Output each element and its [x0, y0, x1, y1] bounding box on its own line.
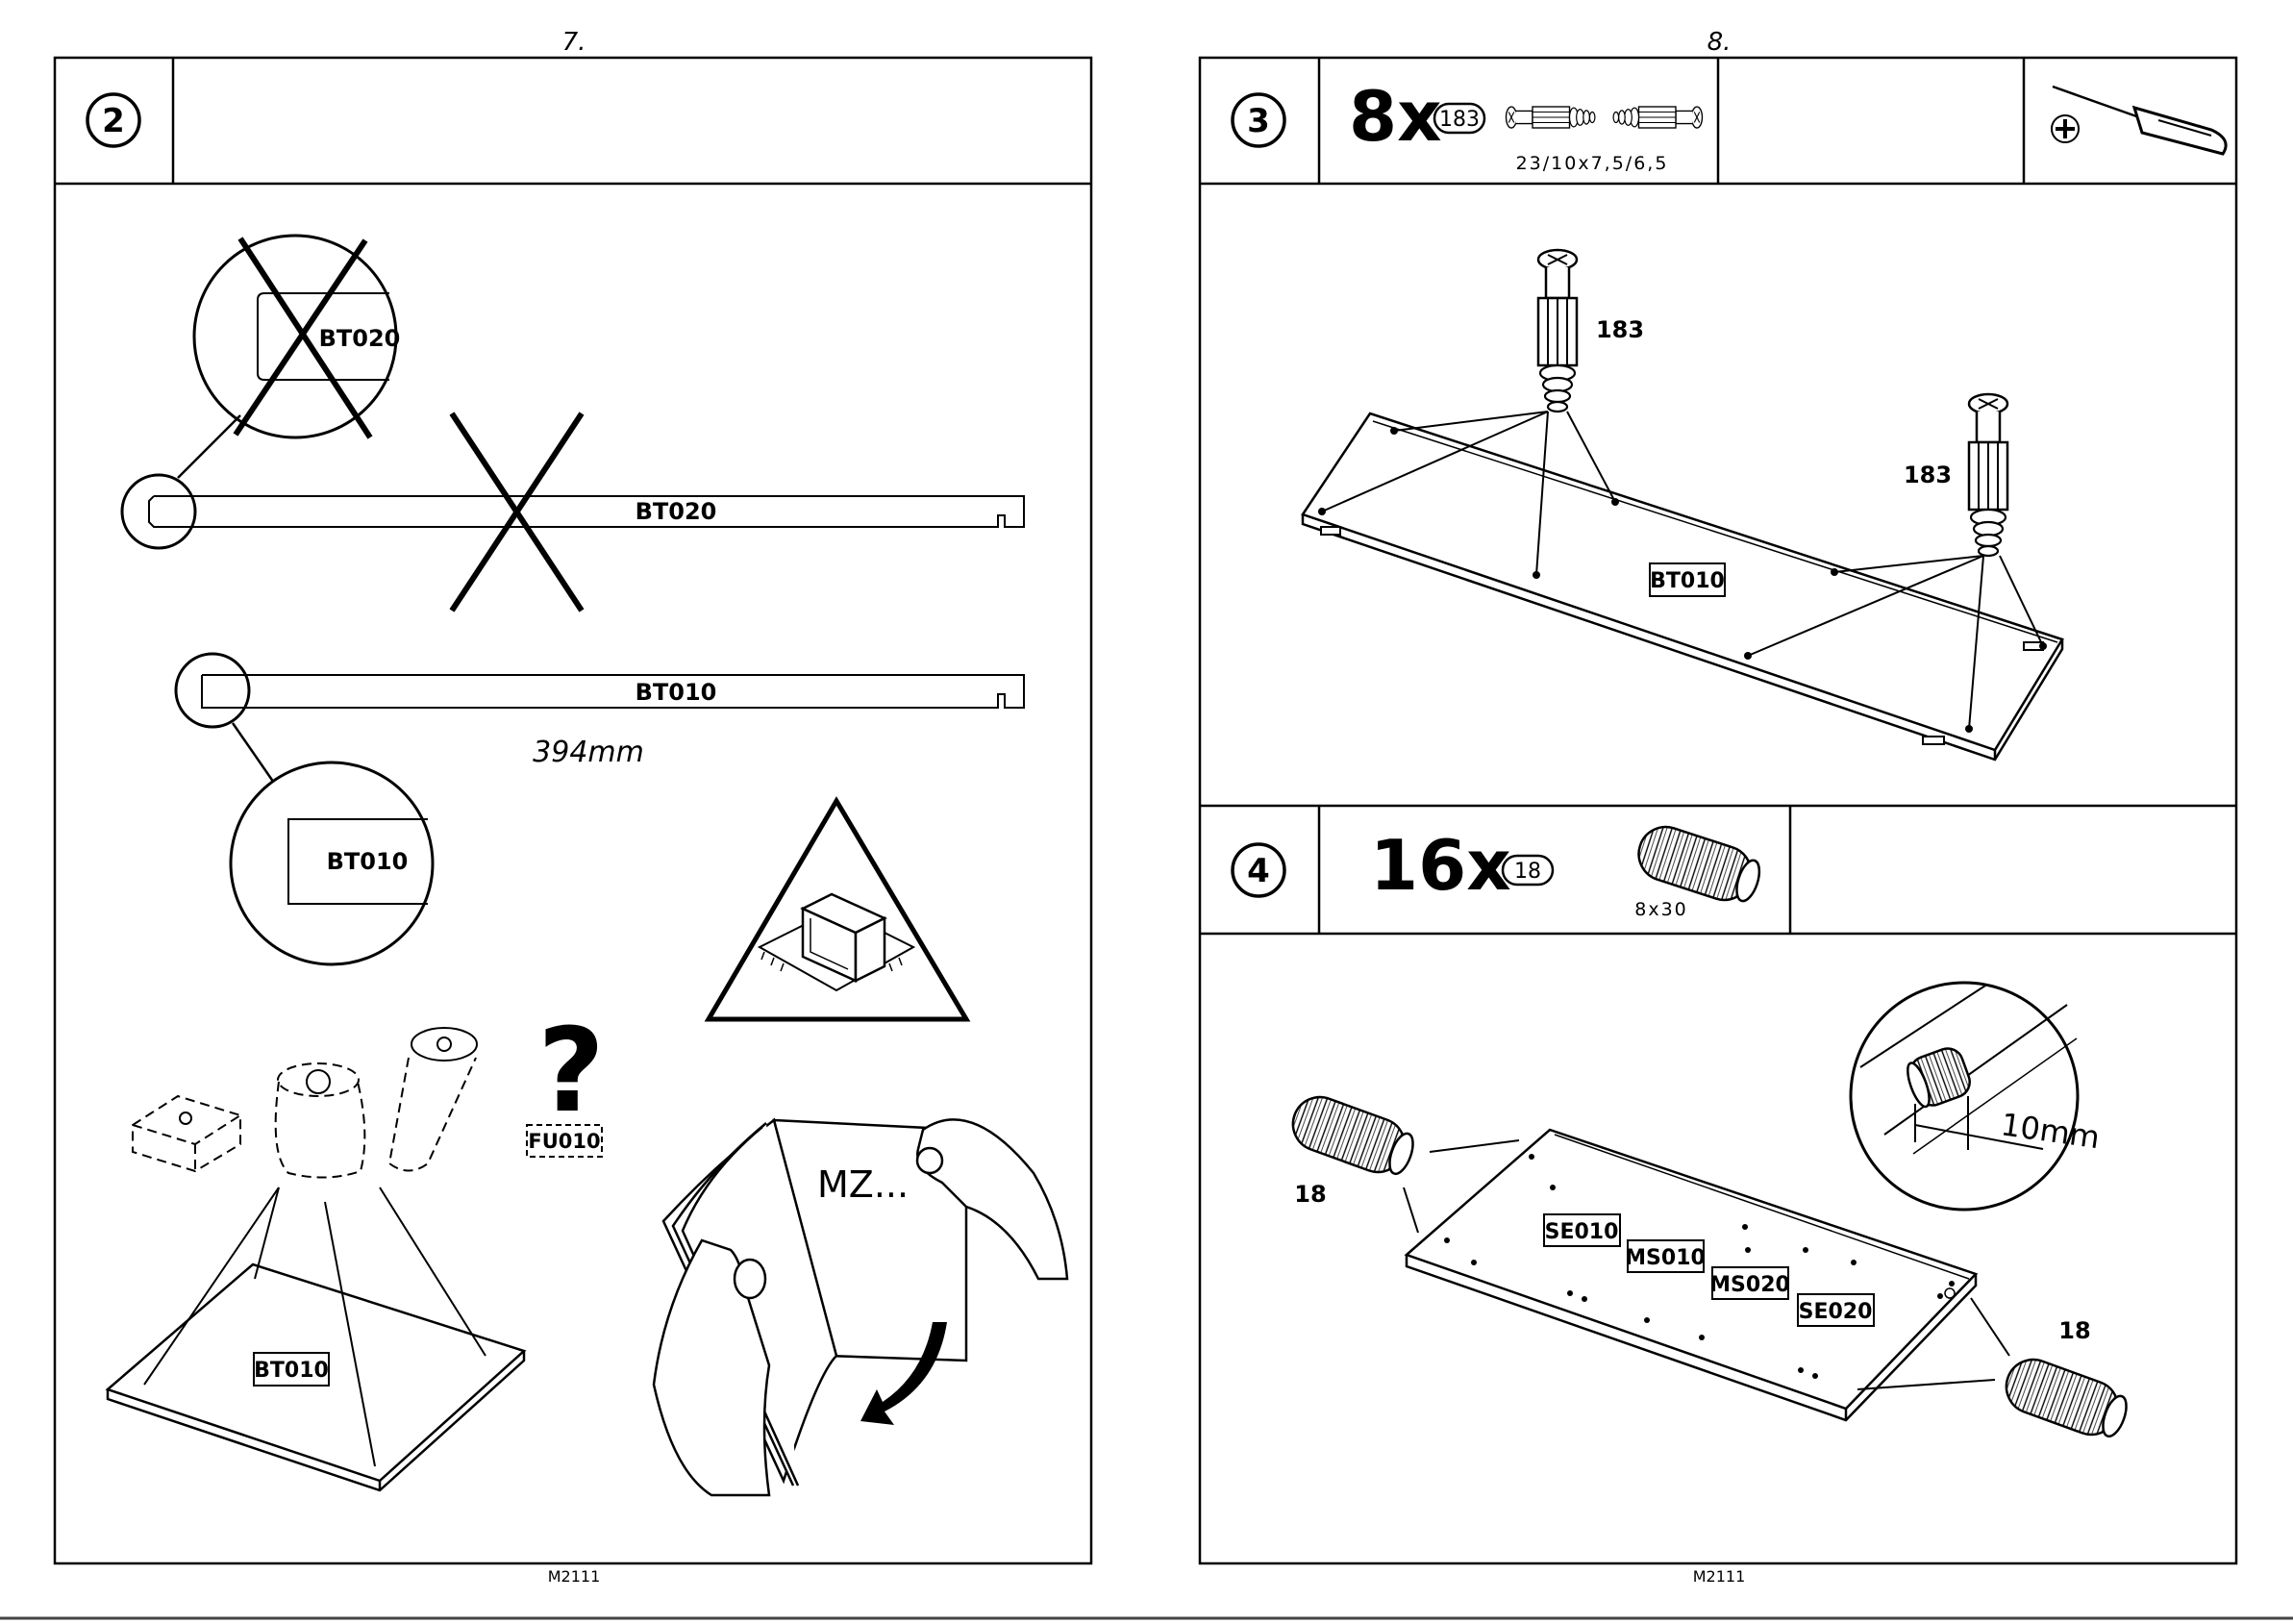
- leg-options: [133, 1028, 477, 1178]
- bt010-base-label: BT010: [254, 1359, 329, 1383]
- bt020-label: BT020: [636, 498, 717, 525]
- callout-183-left: 183: [1596, 316, 1644, 343]
- step-4-number: 4: [1247, 852, 1270, 890]
- ms020-label: MS020: [1709, 1273, 1790, 1297]
- callout-18-right: 18: [2058, 1317, 2090, 1344]
- bt020-magnifier: BT020: [194, 236, 400, 437]
- bt020-end-circle: [122, 475, 195, 548]
- fu010-label: FU010: [528, 1130, 600, 1153]
- step-3-quantity: 8x: [1349, 76, 1442, 157]
- dowel-right: [1999, 1352, 2132, 1444]
- bt010-label: BT010: [636, 679, 717, 706]
- dowel-left: [1285, 1089, 1419, 1182]
- cam-dowel-left: [1538, 250, 1577, 412]
- step-3-spec: 23/10x7,5/6,5: [1516, 153, 1669, 174]
- step-4-quantity: 16x: [1370, 825, 1511, 906]
- part-183-number: 183: [1439, 108, 1480, 132]
- step-4-spec: 8x30: [1634, 899, 1688, 920]
- footer-code-left: M2111: [548, 1567, 601, 1586]
- page-number-left: 7.: [562, 28, 586, 57]
- callout-183-right: 183: [1904, 462, 1952, 488]
- cam-dowel-right: [1969, 394, 2007, 556]
- warning-triangle-icon: [709, 801, 966, 1019]
- bt010-base-panel: BT010: [108, 1187, 524, 1490]
- callout-18-left: 18: [1294, 1181, 1326, 1208]
- question-mark-icon: ?: [537, 1005, 605, 1138]
- dimension-394mm: 394mm: [533, 736, 644, 769]
- cam-dowel-183-icon: [1507, 107, 1595, 128]
- bt010-panel: BT010: [176, 654, 1024, 727]
- se010-label: SE010: [1545, 1220, 1619, 1244]
- se020-label: SE020: [1799, 1300, 1873, 1324]
- notebook-text: MZ...: [817, 1163, 909, 1206]
- step-3-number: 3: [1247, 102, 1270, 140]
- dowel-depth-detail: 10mm: [1851, 983, 2102, 1210]
- dowel-18-icon: [1632, 820, 1765, 910]
- bt010-detail-label: BT010: [327, 848, 409, 875]
- screwdriver-icon: [2052, 87, 2226, 154]
- ms010-label: MS010: [1625, 1246, 1706, 1270]
- footer-code-right: M2111: [1693, 1567, 1746, 1586]
- bt010-end-circle: [176, 654, 249, 727]
- part-18-number: 18: [1514, 860, 1541, 884]
- bt020-detail-label: BT020: [319, 325, 401, 352]
- bt020-panel: BT020: [149, 413, 1024, 611]
- bt010-magnifier: BT010: [231, 762, 433, 964]
- bt010-step3-label: BT010: [1650, 569, 1725, 593]
- step-2-number: 2: [102, 102, 125, 140]
- page-number-right: 8.: [1707, 28, 1732, 57]
